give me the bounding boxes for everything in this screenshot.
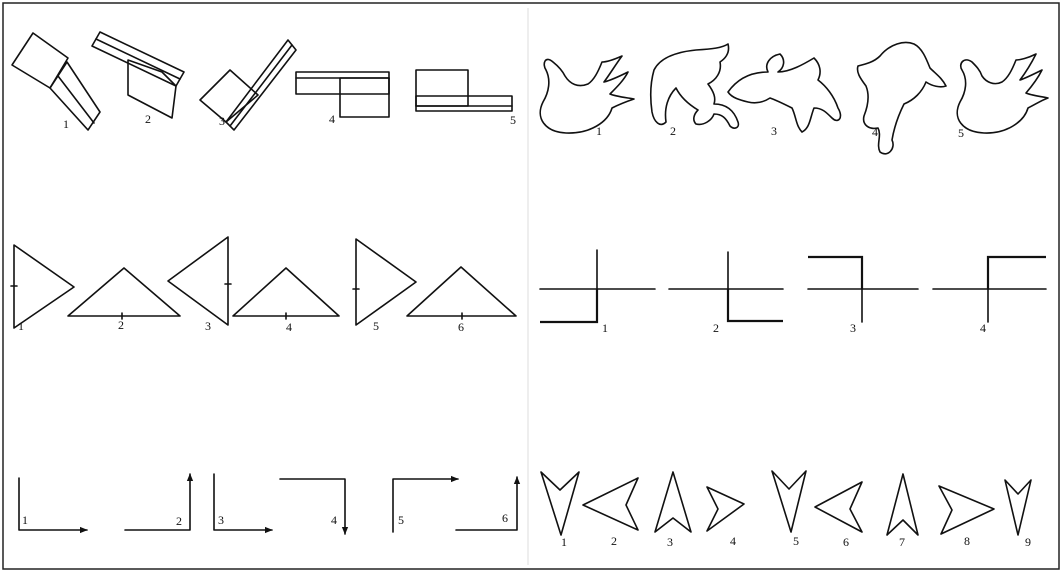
arrowhead-figure-9: 9 — [1005, 480, 1031, 549]
triangle-figure-4: 4 — [233, 268, 339, 334]
arrowhead-figure-3: 3 — [655, 472, 691, 549]
cross-label-3: 3 — [850, 321, 856, 335]
bird-figure-4: 4 — [857, 43, 946, 154]
cross-figure-3: 3 — [808, 257, 918, 335]
triangle-label-1: 1 — [18, 319, 24, 333]
slab-figure-5: 5 — [416, 70, 516, 127]
panel-crosses: 1 2 3 4 — [540, 250, 1046, 335]
corner-figure-5: 5 — [393, 479, 458, 532]
bird-figure-2: 2 — [651, 44, 739, 138]
triangle-label-4: 4 — [286, 320, 292, 334]
arrowhead-label-5: 5 — [793, 534, 799, 548]
arrowhead-label-2: 2 — [611, 534, 617, 548]
triangle-figure-2: 2 — [68, 268, 180, 332]
arrowhead-label-9: 9 — [1025, 535, 1031, 549]
slab-figure-1: 1 — [12, 33, 100, 131]
arrowhead-label-6: 6 — [843, 535, 849, 549]
triangle-figure-1: 1 — [11, 245, 74, 333]
cross-figure-2: 2 — [669, 252, 783, 335]
panel-triangles: 1 2 3 4 5 6 — [11, 237, 516, 334]
corner-figure-3: 3 — [214, 474, 272, 530]
panel-rect-slabs: 1 2 3 4 5 — [12, 32, 516, 131]
corner-figure-2: 2 — [125, 474, 190, 530]
arrowhead-label-3: 3 — [667, 535, 673, 549]
corner-label-6: 6 — [502, 511, 508, 525]
triangle-figure-6: 6 — [407, 267, 516, 334]
panel-arrow-corners: 1 2 3 4 5 6 — [19, 474, 517, 534]
slab-figure-4: 4 — [296, 72, 389, 126]
arrowhead-figure-2: 2 — [583, 478, 638, 548]
slab-label-4: 4 — [329, 112, 335, 126]
cross-label-4: 4 — [980, 321, 986, 335]
arrowhead-label-4: 4 — [730, 534, 736, 548]
arrowhead-figure-7: 7 — [887, 474, 918, 549]
cross-label-2: 2 — [713, 321, 719, 335]
arrowhead-label-7: 7 — [899, 535, 905, 549]
corner-label-2: 2 — [176, 514, 182, 528]
arrowhead-figure-5: 5 — [772, 471, 806, 548]
slab-label-2: 2 — [145, 112, 151, 126]
cross-figure-1: 1 — [540, 250, 655, 335]
corner-label-3: 3 — [218, 513, 224, 527]
corner-figure-4: 4 — [280, 479, 345, 534]
panel-birds: 1 2 3 4 5 — [540, 43, 1048, 154]
bird-figure-3: 3 — [728, 54, 840, 138]
triangle-label-6: 6 — [458, 320, 464, 334]
arrowhead-figure-4: 4 — [707, 487, 744, 548]
arrowhead-figure-8: 8 — [939, 486, 994, 548]
slab-figure-3: 3 — [200, 40, 296, 130]
arrowhead-label-1: 1 — [561, 535, 567, 549]
cross-label-1: 1 — [602, 321, 608, 335]
bird-label-1: 1 — [596, 124, 602, 138]
corner-figure-1: 1 — [19, 478, 87, 530]
corner-figure-6: 6 — [456, 477, 517, 530]
corner-label-5: 5 — [398, 513, 404, 527]
arrowhead-label-8: 8 — [964, 534, 970, 548]
slab-label-5: 5 — [510, 113, 516, 127]
bird-label-2: 2 — [670, 124, 676, 138]
corner-label-1: 1 — [22, 513, 28, 527]
corner-label-4: 4 — [331, 513, 337, 527]
bird-label-5: 5 — [958, 126, 964, 140]
arrowhead-figure-1: 1 — [541, 472, 579, 549]
bird-figure-5: 5 — [957, 54, 1048, 140]
triangle-label-5: 5 — [373, 319, 379, 333]
panel-arrowheads: 1 2 3 4 5 6 7 8 — [541, 471, 1031, 549]
triangle-figure-3: 3 — [168, 237, 231, 333]
arrowhead-figure-6: 6 — [815, 482, 862, 549]
slab-label-1: 1 — [63, 117, 69, 131]
bird-figure-1: 1 — [540, 56, 634, 138]
bird-label-4: 4 — [872, 125, 878, 139]
triangle-label-3: 3 — [205, 319, 211, 333]
triangle-figure-5: 5 — [353, 239, 416, 333]
triangle-label-2: 2 — [118, 318, 124, 332]
slab-figure-2: 2 — [92, 32, 184, 126]
slab-label-3: 3 — [219, 114, 225, 128]
bird-label-3: 3 — [771, 124, 777, 138]
cross-figure-4: 4 — [933, 257, 1046, 335]
